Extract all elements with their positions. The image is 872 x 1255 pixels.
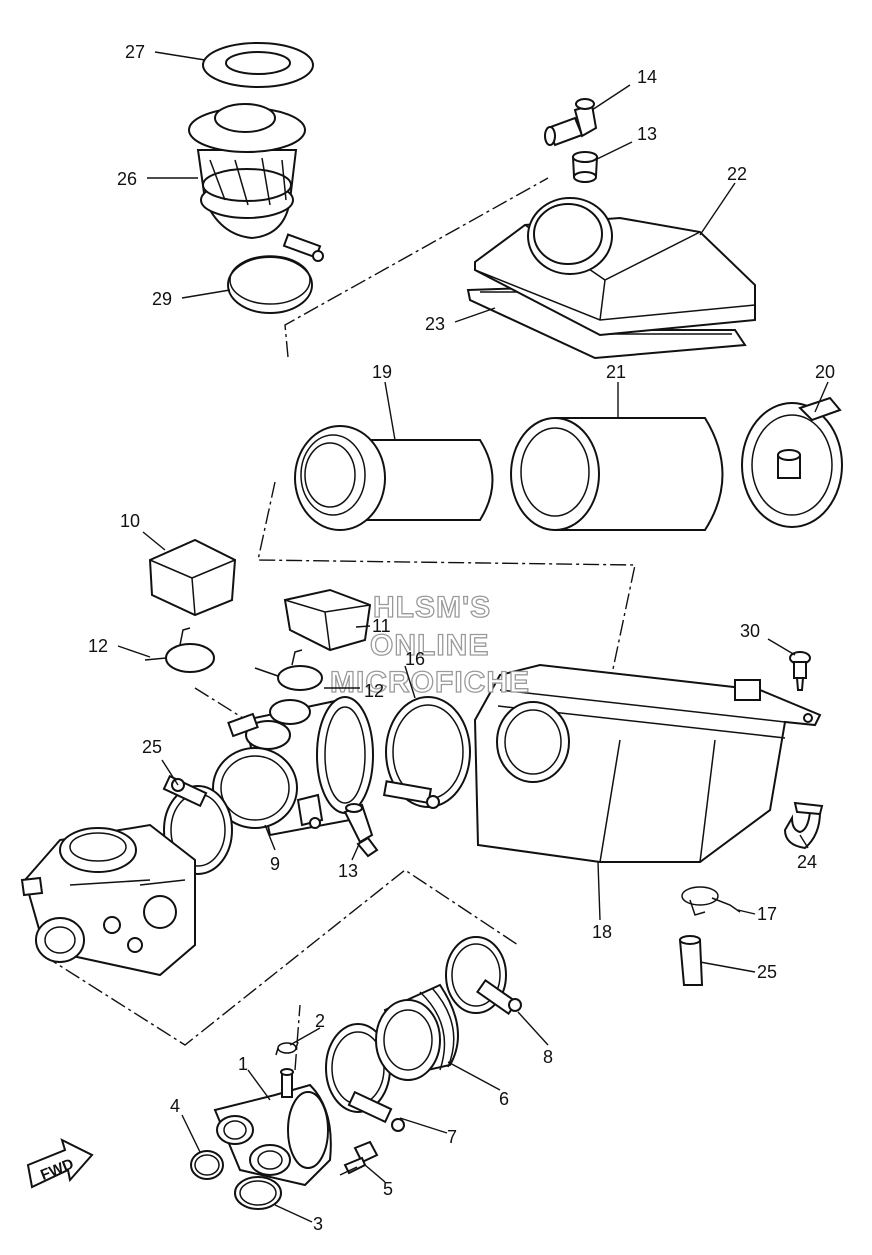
- part-28-seal-ring: [202, 42, 314, 88]
- part-9-joint: [212, 696, 374, 837]
- part-6-rubber-joint: [375, 983, 459, 1081]
- callout-2: 2: [315, 1011, 325, 1031]
- part-18-air-filter-case: [473, 663, 822, 863]
- callout-6: 6: [499, 1089, 509, 1109]
- callout-12-right: 12: [364, 681, 384, 701]
- callout-1: 1: [238, 1054, 248, 1074]
- leader-lines: [117, 51, 829, 1223]
- callout-17: 17: [757, 904, 777, 924]
- part-10-foam-block: [148, 538, 237, 617]
- part-24-clip: [783, 801, 824, 850]
- callout-14: 13: [637, 124, 657, 144]
- part-15-elbow-fitting: [544, 98, 598, 147]
- callout-9: 9: [270, 854, 280, 874]
- callout-20: 20: [815, 362, 835, 382]
- callout-numbers: 27 26 29 14 13 22 23 19 21 20 10 12 11 1…: [88, 42, 835, 1234]
- part-7-clamp: [325, 1023, 405, 1132]
- callout-13: 13: [338, 861, 358, 881]
- watermark-line-2: ONLINE: [370, 629, 489, 662]
- part-12-spring-clip-right: [254, 649, 323, 691]
- callout-16: 16: [405, 649, 425, 669]
- callout-11: 11: [372, 616, 391, 636]
- part-21-filter-element: [510, 417, 724, 531]
- callout-8: 8: [543, 1047, 553, 1067]
- callout-10: 10: [120, 511, 140, 531]
- part-25-drain-tube: [678, 935, 704, 986]
- callout-21: 21: [606, 362, 626, 382]
- callout-15: 14: [637, 67, 657, 87]
- part-2-clip: [275, 1041, 299, 1056]
- part-14-grommet: [571, 151, 599, 183]
- callout-30: 30: [740, 621, 760, 641]
- watermark-line-1: HLSM'S: [373, 591, 491, 624]
- callout-27: 26: [117, 169, 137, 189]
- assembly-lines: [42, 177, 636, 1071]
- callout-4: 4: [170, 1096, 180, 1116]
- part-19-filter-sleeve: [294, 425, 494, 531]
- callout-22: 22: [727, 164, 747, 184]
- callout-23: 23: [425, 314, 445, 334]
- part-13-small-elbow: [343, 803, 379, 858]
- part-3-o-ring: [234, 1176, 282, 1210]
- callout-12-left: 12: [88, 636, 108, 656]
- part-4-o-ring: [190, 1150, 224, 1180]
- callout-5: 5: [383, 1179, 393, 1199]
- part-22-airbox-cover: [474, 197, 756, 337]
- watermark: HLSM'S ONLINE MICROFICHE: [329, 590, 530, 699]
- part-20-filter-end-cap: [741, 396, 843, 528]
- callout-18: 18: [592, 922, 612, 942]
- part-29-hose-clamp: [227, 233, 324, 314]
- carburetor: [20, 823, 196, 977]
- callout-24: 24: [797, 852, 817, 872]
- part-12-spring-clip-left: [144, 627, 215, 673]
- part-27-intake-funnel: [188, 103, 306, 240]
- part-11-cap: [283, 588, 372, 652]
- callout-7: 7: [447, 1127, 457, 1147]
- part-16-clamp-band: [382, 696, 471, 809]
- callout-25: 25: [757, 962, 777, 982]
- callout-3: 3: [313, 1214, 323, 1234]
- part-17-wire-clip: [681, 886, 741, 916]
- callout-28: 27: [125, 42, 145, 62]
- part-5-bolt: [339, 1140, 379, 1176]
- callout-26: 25: [142, 737, 162, 757]
- callout-19: 19: [372, 362, 392, 382]
- callout-29: 29: [152, 289, 172, 309]
- part-1-intake-manifold: [213, 1068, 332, 1187]
- part-30-rivet: [789, 651, 811, 691]
- part-8-clamp: [445, 936, 522, 1016]
- watermark-line-3: MICROFICHE: [330, 666, 530, 699]
- fwd-arrow: FWD: [26, 1138, 94, 1189]
